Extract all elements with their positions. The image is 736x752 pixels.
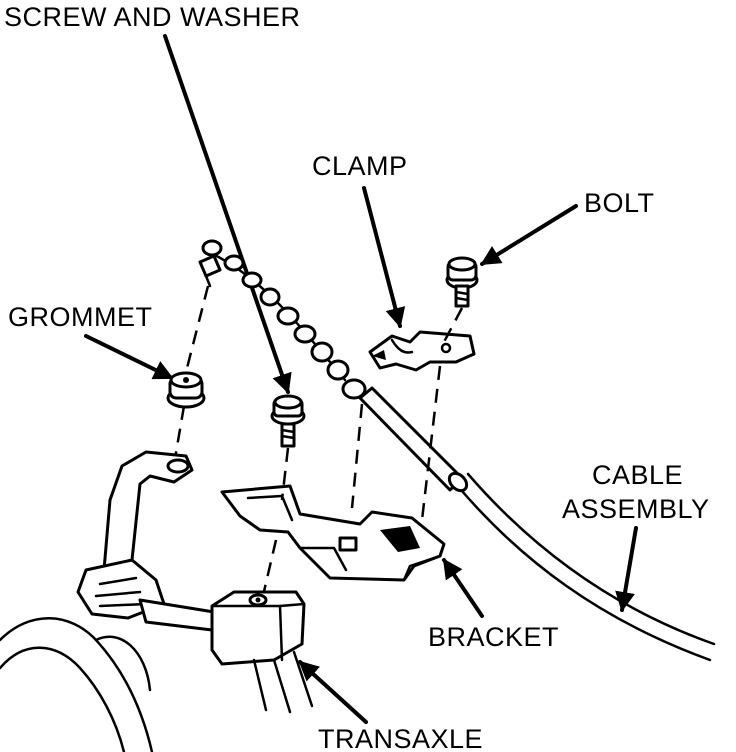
- leader-cable-assembly: [615, 526, 638, 612]
- label-screw-and-washer: SCREW AND WASHER: [4, 2, 301, 32]
- transaxle-housing: [0, 617, 154, 752]
- grommet-part: [166, 371, 206, 409]
- clamp-part: [368, 330, 476, 372]
- bracket-part: [220, 484, 446, 582]
- leader-screw-and-washer: [163, 34, 292, 394]
- cable-beads: [201, 239, 367, 400]
- leader-transaxle: [298, 660, 368, 724]
- transaxle-part: [210, 590, 314, 714]
- leader-bolt: [480, 204, 578, 266]
- label-cable-line2: ASSEMBLY: [562, 494, 710, 524]
- label-clamp: CLAMP: [312, 151, 408, 181]
- screw-and-washer-part: [270, 394, 306, 448]
- label-grommet: GROMMET: [8, 302, 153, 332]
- label-cable-line1: CABLE: [592, 460, 683, 490]
- shift-lever-part: [76, 450, 216, 632]
- label-bolt: BOLT: [584, 188, 655, 218]
- leader-bracket: [442, 558, 484, 618]
- leader-grommet: [84, 334, 174, 380]
- cable-assembly: [198, 239, 716, 662]
- bolt-part: [445, 256, 479, 308]
- label-transaxle: TRANSAXLE: [318, 724, 483, 752]
- leader-lines: [84, 34, 638, 724]
- label-bracket: BRACKET: [428, 622, 559, 652]
- leader-clamp: [362, 186, 406, 328]
